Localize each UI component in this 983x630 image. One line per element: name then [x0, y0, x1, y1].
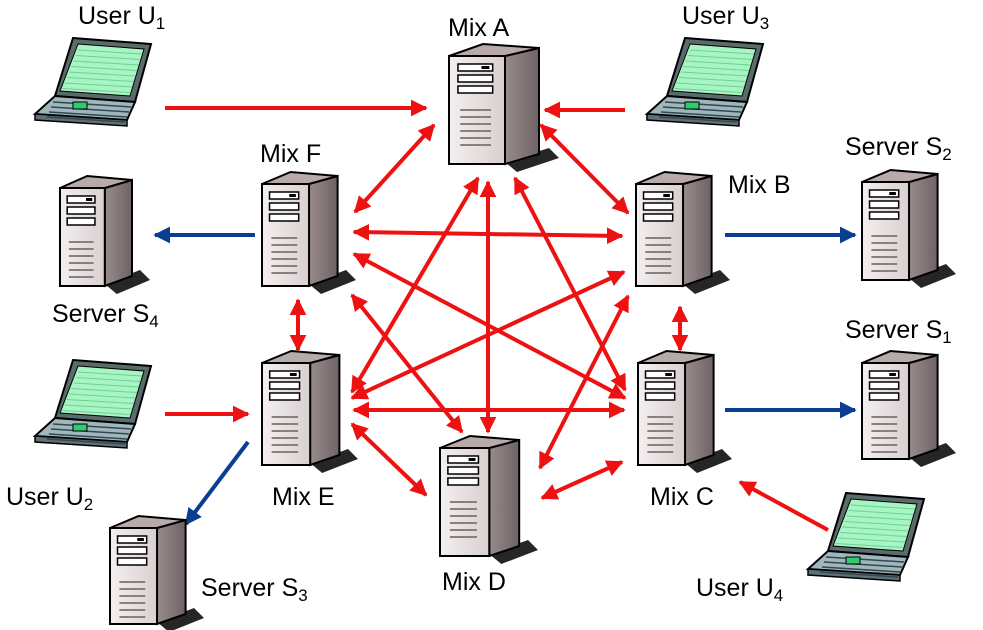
mix-a-server-icon [448, 42, 559, 172]
server-s4-label: Server S4 [52, 300, 159, 331]
mix-b-server-icon [635, 170, 730, 294]
link-mix-b-mix-d [538, 294, 630, 470]
link-mix-d-mix-e [350, 422, 428, 497]
server-s3-label: Server S3 [201, 574, 308, 605]
user-2-laptop-icon [32, 358, 153, 449]
server-1-server-icon [861, 349, 956, 467]
user-u2-label: User U2 [6, 483, 94, 514]
server-3-server-icon [109, 514, 204, 630]
link-mix-a-mix-b [539, 123, 630, 215]
mix-b-label: Mix B [728, 171, 791, 199]
mix-f-label: Mix F [260, 140, 322, 168]
user-3-laptop-icon [644, 36, 765, 127]
mix-c-label: Mix C [650, 483, 714, 511]
user-u3-label: User U3 [682, 2, 770, 33]
mix-d-label: Mix D [442, 568, 506, 596]
link-mix-d-mix-f [350, 293, 464, 434]
mix-d-server-icon [439, 434, 538, 564]
link-mix-b-mix-f [352, 223, 624, 245]
link-mix-a-mix-f [353, 123, 436, 214]
user-4-laptop-icon [805, 491, 926, 582]
mix-f-server-icon [261, 170, 356, 294]
server-s1-label: Server S1 [845, 316, 952, 347]
server-s2-label: Server S2 [845, 133, 952, 164]
link-mix-a-mix-c [513, 176, 627, 392]
link-mix-c-mix-d [540, 460, 624, 500]
user-1-laptop-icon [32, 36, 153, 127]
link-mix-c-mix-f [352, 252, 627, 400]
mix-e-server-icon [261, 349, 358, 473]
mix-c-server-icon [637, 349, 732, 473]
user-u4-label: User U4 [696, 574, 784, 605]
server-4-server-icon [59, 174, 150, 294]
mix-a-label: Mix A [448, 14, 510, 42]
link-user-4-mix-c [738, 480, 829, 532]
mix-e-label: Mix E [272, 483, 335, 511]
user-u1-label: User U1 [78, 2, 166, 33]
link-mix-e-server-3 [184, 440, 250, 526]
server-2-server-icon [861, 168, 956, 288]
